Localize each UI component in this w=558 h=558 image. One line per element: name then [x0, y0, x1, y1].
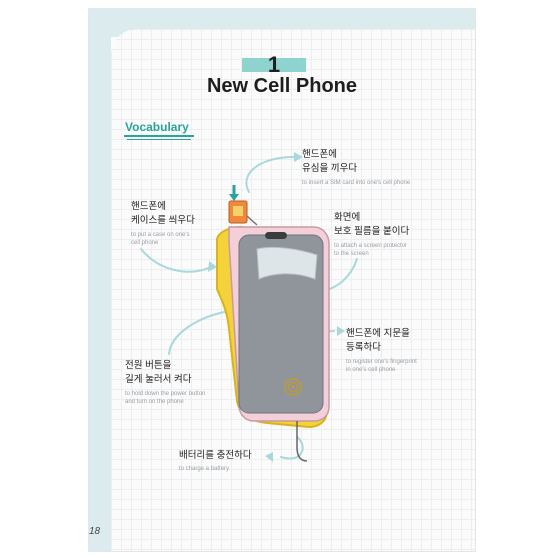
arrow-charge-head [265, 452, 273, 462]
vocab-film-ko-2: 보호 필름을 붙이다 [334, 226, 410, 237]
vocab-case-ko-1: 핸드폰에 [131, 201, 166, 212]
vocab-power-en-2: and turn on the phone [125, 399, 184, 405]
page-side-band [89, 9, 111, 551]
section-underline-2 [127, 139, 191, 140]
lesson-number: 1 [267, 52, 281, 77]
lesson-number-badge: 1 [242, 52, 306, 77]
lesson-title: New Cell Phone [206, 75, 358, 97]
vocab-battery-ko: 배터리를 충전하다 [179, 450, 252, 461]
arrow-sim-head [294, 152, 303, 162]
screen-protector [256, 246, 318, 280]
vocab-case-en-1: to put a case on one's [131, 232, 190, 238]
vocab-fingerprint-ko-2: 등록하다 [346, 342, 381, 353]
vocab-sim-en: to insert a SIM card into one's cell pho… [302, 180, 411, 186]
section-label: Vocabulary [125, 120, 189, 134]
phone-notch [265, 232, 287, 239]
vocab-film-en-1: to attach a screen protector [334, 243, 408, 249]
vocab-fingerprint-en-2: in one's cell phone [346, 367, 396, 373]
arrow-power [168, 310, 230, 355]
vocab-case-en-2: cell phone [131, 240, 159, 246]
phone-illustration [140, 152, 358, 462]
vocab-power-ko-1: 전원 버튼을 [125, 360, 172, 371]
fingerprint-sensor [284, 378, 302, 396]
vocab-power-ko-2: 길게 눌러서 켜다 [125, 374, 192, 385]
vocab-film-ko-1: 화면에 [334, 212, 361, 223]
textbook-page: 1 New Cell Phone Vocabulary [88, 8, 476, 552]
vocab-power-en-1: to hold down the power button [125, 391, 206, 397]
page-number: 18 [89, 526, 101, 537]
vocab-battery-en: to charge a battery [179, 466, 230, 472]
section-underline [124, 135, 194, 137]
vocab-case-ko-2: 케이스를 씌우다 [131, 215, 195, 226]
number-highlight [242, 58, 306, 72]
arrow-case-head [208, 261, 217, 272]
vocab-sim-ko-2: 유심을 끼우다 [302, 163, 358, 174]
vocab-fingerprint-ko-1: 핸드폰에 지문을 [346, 328, 410, 339]
vocab-fingerprint-en-1: to register one's fingerprint [346, 359, 417, 365]
vocab-film-en-2: to the screen [334, 251, 369, 257]
charging-cable [296, 421, 308, 462]
arrow-sim [245, 156, 295, 193]
arrow-case [140, 248, 212, 273]
vocab-sim-ko-1: 핸드폰에 [302, 149, 337, 160]
arrow-charge [280, 436, 304, 460]
arrow-fingerprint-head [337, 326, 345, 336]
